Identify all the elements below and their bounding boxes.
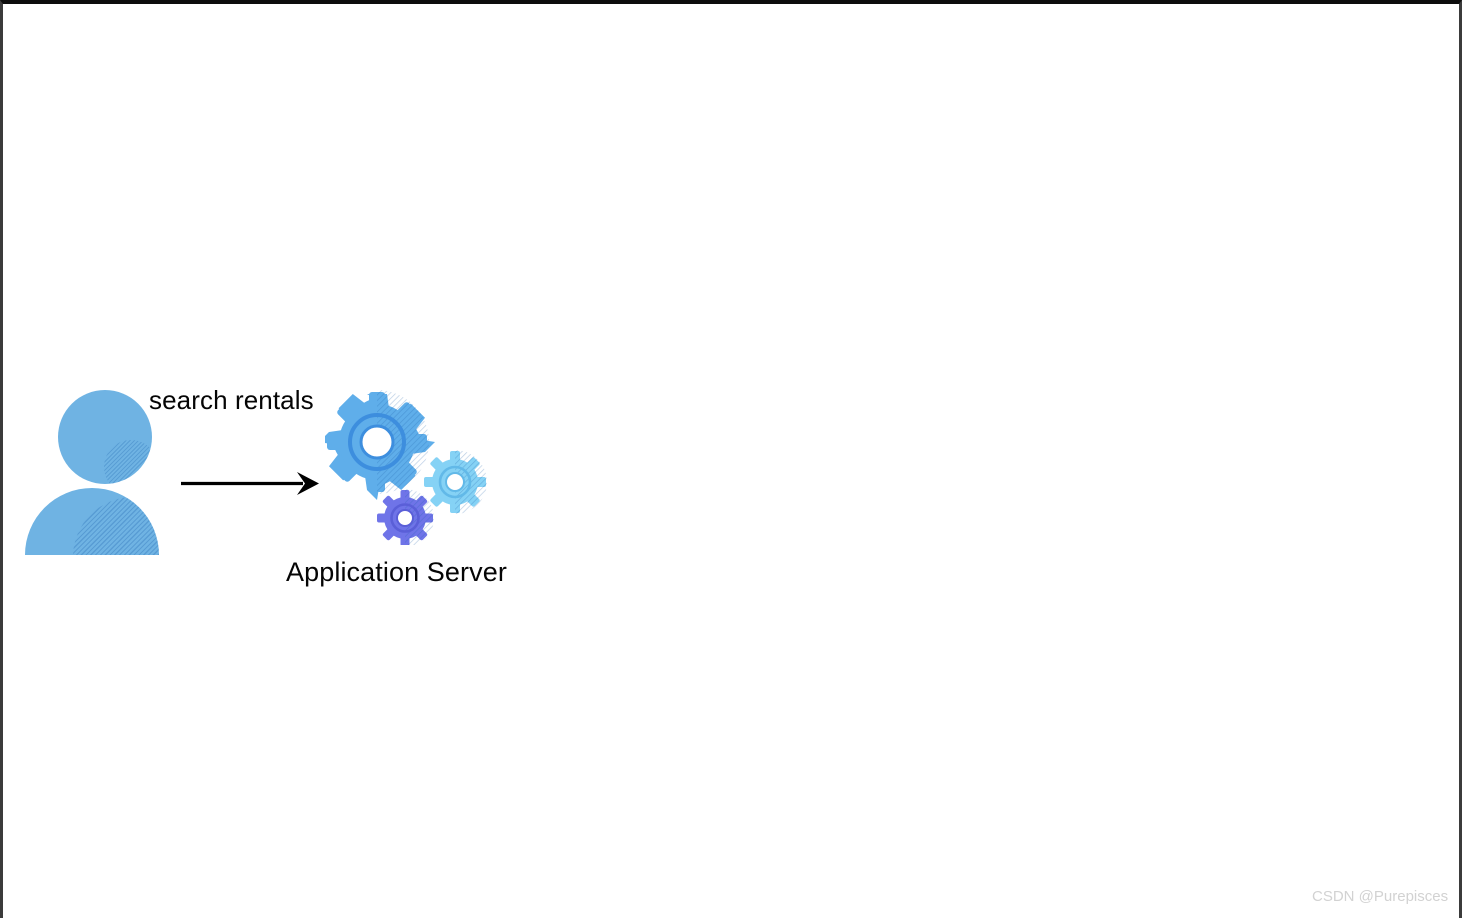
user-body-shape — [25, 488, 159, 555]
search-rentals-arrow — [181, 472, 319, 495]
watermark-text: CSDN @Purepisces — [1312, 888, 1449, 905]
large-gear — [325, 390, 435, 500]
application-server-gears-icon — [325, 390, 487, 545]
user-actor-icon — [25, 390, 161, 556]
edge-label-search-rentals: search rentals — [149, 385, 314, 415]
arrow-head — [297, 472, 319, 495]
node-label-application-server: Application Server — [286, 557, 507, 587]
purple-gear — [377, 489, 434, 545]
user-head-shape — [58, 390, 152, 484]
small-gear — [424, 450, 487, 514]
